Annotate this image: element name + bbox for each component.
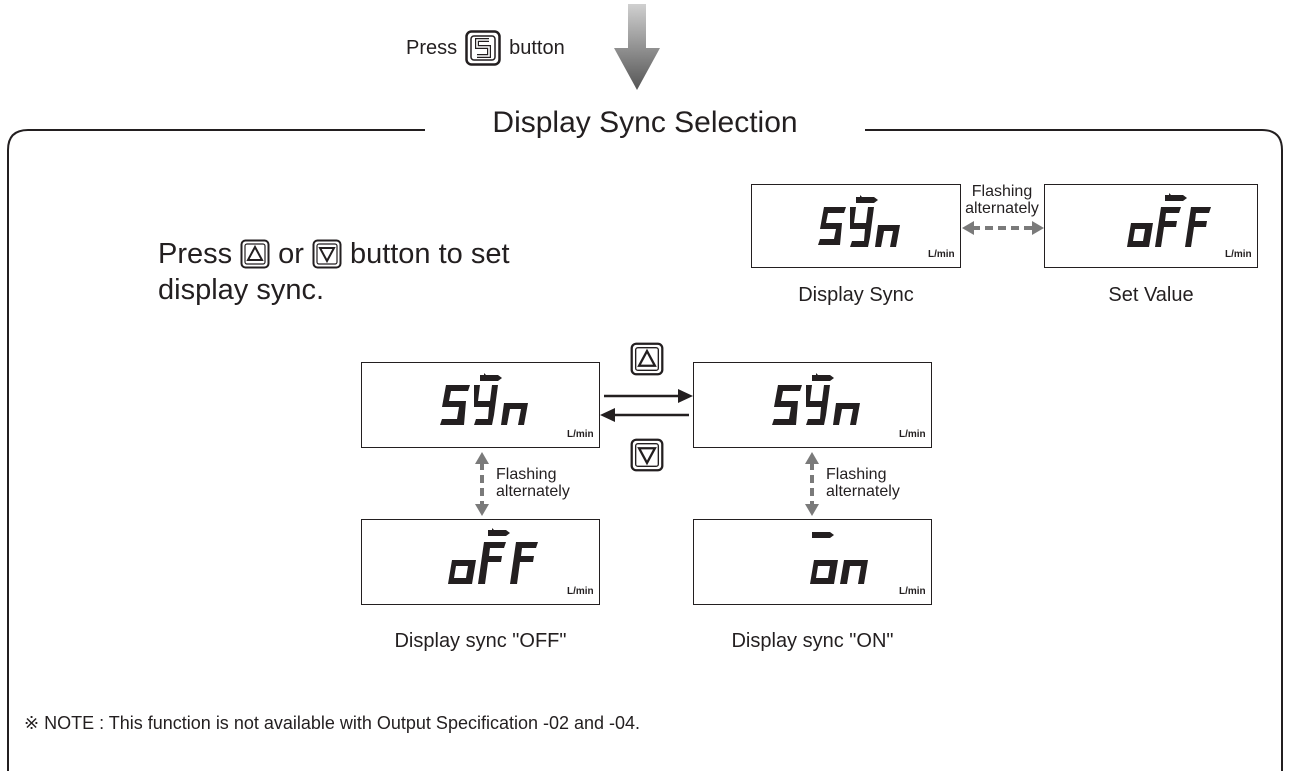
lcd-unit: L/min [899, 429, 926, 440]
lcd-unit: L/min [1225, 249, 1252, 260]
flash-arrow-vertical-right [805, 452, 819, 516]
instruction-or: or [278, 238, 304, 270]
seg-syn [818, 195, 900, 247]
flash-arrow-horizontal [962, 221, 1044, 235]
instruction: Press or button to set display sync. [158, 236, 510, 308]
caption-sync-off: Display sync "OFF" [394, 630, 567, 652]
flash-line2: alternately [965, 200, 1039, 217]
seg-off [448, 528, 538, 584]
lcd-display-sync: L/min [751, 184, 961, 268]
lcd-on: L/min [693, 519, 932, 605]
instruction-rest: button to set [349, 238, 510, 270]
instruction-line2: display sync. [158, 274, 325, 306]
lcd-unit: L/min [899, 586, 926, 597]
caption-sync-on: Display sync "ON" [731, 630, 894, 652]
press-label: Press [406, 36, 458, 59]
flash-arrow-vertical-left [475, 452, 489, 516]
lcd-unit: L/min [567, 586, 594, 597]
seg-syn [440, 373, 528, 425]
up-button-icon [630, 342, 664, 376]
down-arrow-icon [614, 4, 660, 90]
flash-label-top: Flashing alternately [960, 183, 1044, 217]
flash-label-left: Flashing alternately [496, 466, 570, 500]
lcd-unit: L/min [928, 249, 955, 260]
seg-on [810, 532, 868, 584]
caption-set-value: Set Value [1108, 284, 1194, 306]
note-text: ※ NOTE : This function is not available … [24, 713, 641, 733]
instruction-press: Press [158, 238, 233, 270]
lcd-syn-left: L/min [361, 362, 600, 448]
transition-arrows [600, 389, 693, 422]
down-button-icon [312, 239, 342, 269]
lcd-syn-right: L/min [693, 362, 932, 448]
down-button-icon [630, 438, 664, 472]
lcd-set-value: L/min [1044, 184, 1258, 268]
flash-line1: Flashing [971, 183, 1033, 200]
seg-off [1127, 193, 1211, 247]
section-title: Display Sync Selection [492, 106, 798, 139]
seg-syn [772, 373, 860, 425]
lcd-unit: L/min [567, 429, 594, 440]
button-label: button [509, 36, 565, 59]
lcd-off: L/min [361, 519, 600, 605]
press-s-instruction: Press button [406, 30, 565, 66]
flash-label-right: Flashing alternately [826, 466, 900, 500]
up-button-icon [240, 239, 270, 269]
s-button-icon [465, 30, 501, 66]
caption-display-sync: Display Sync [798, 284, 914, 306]
